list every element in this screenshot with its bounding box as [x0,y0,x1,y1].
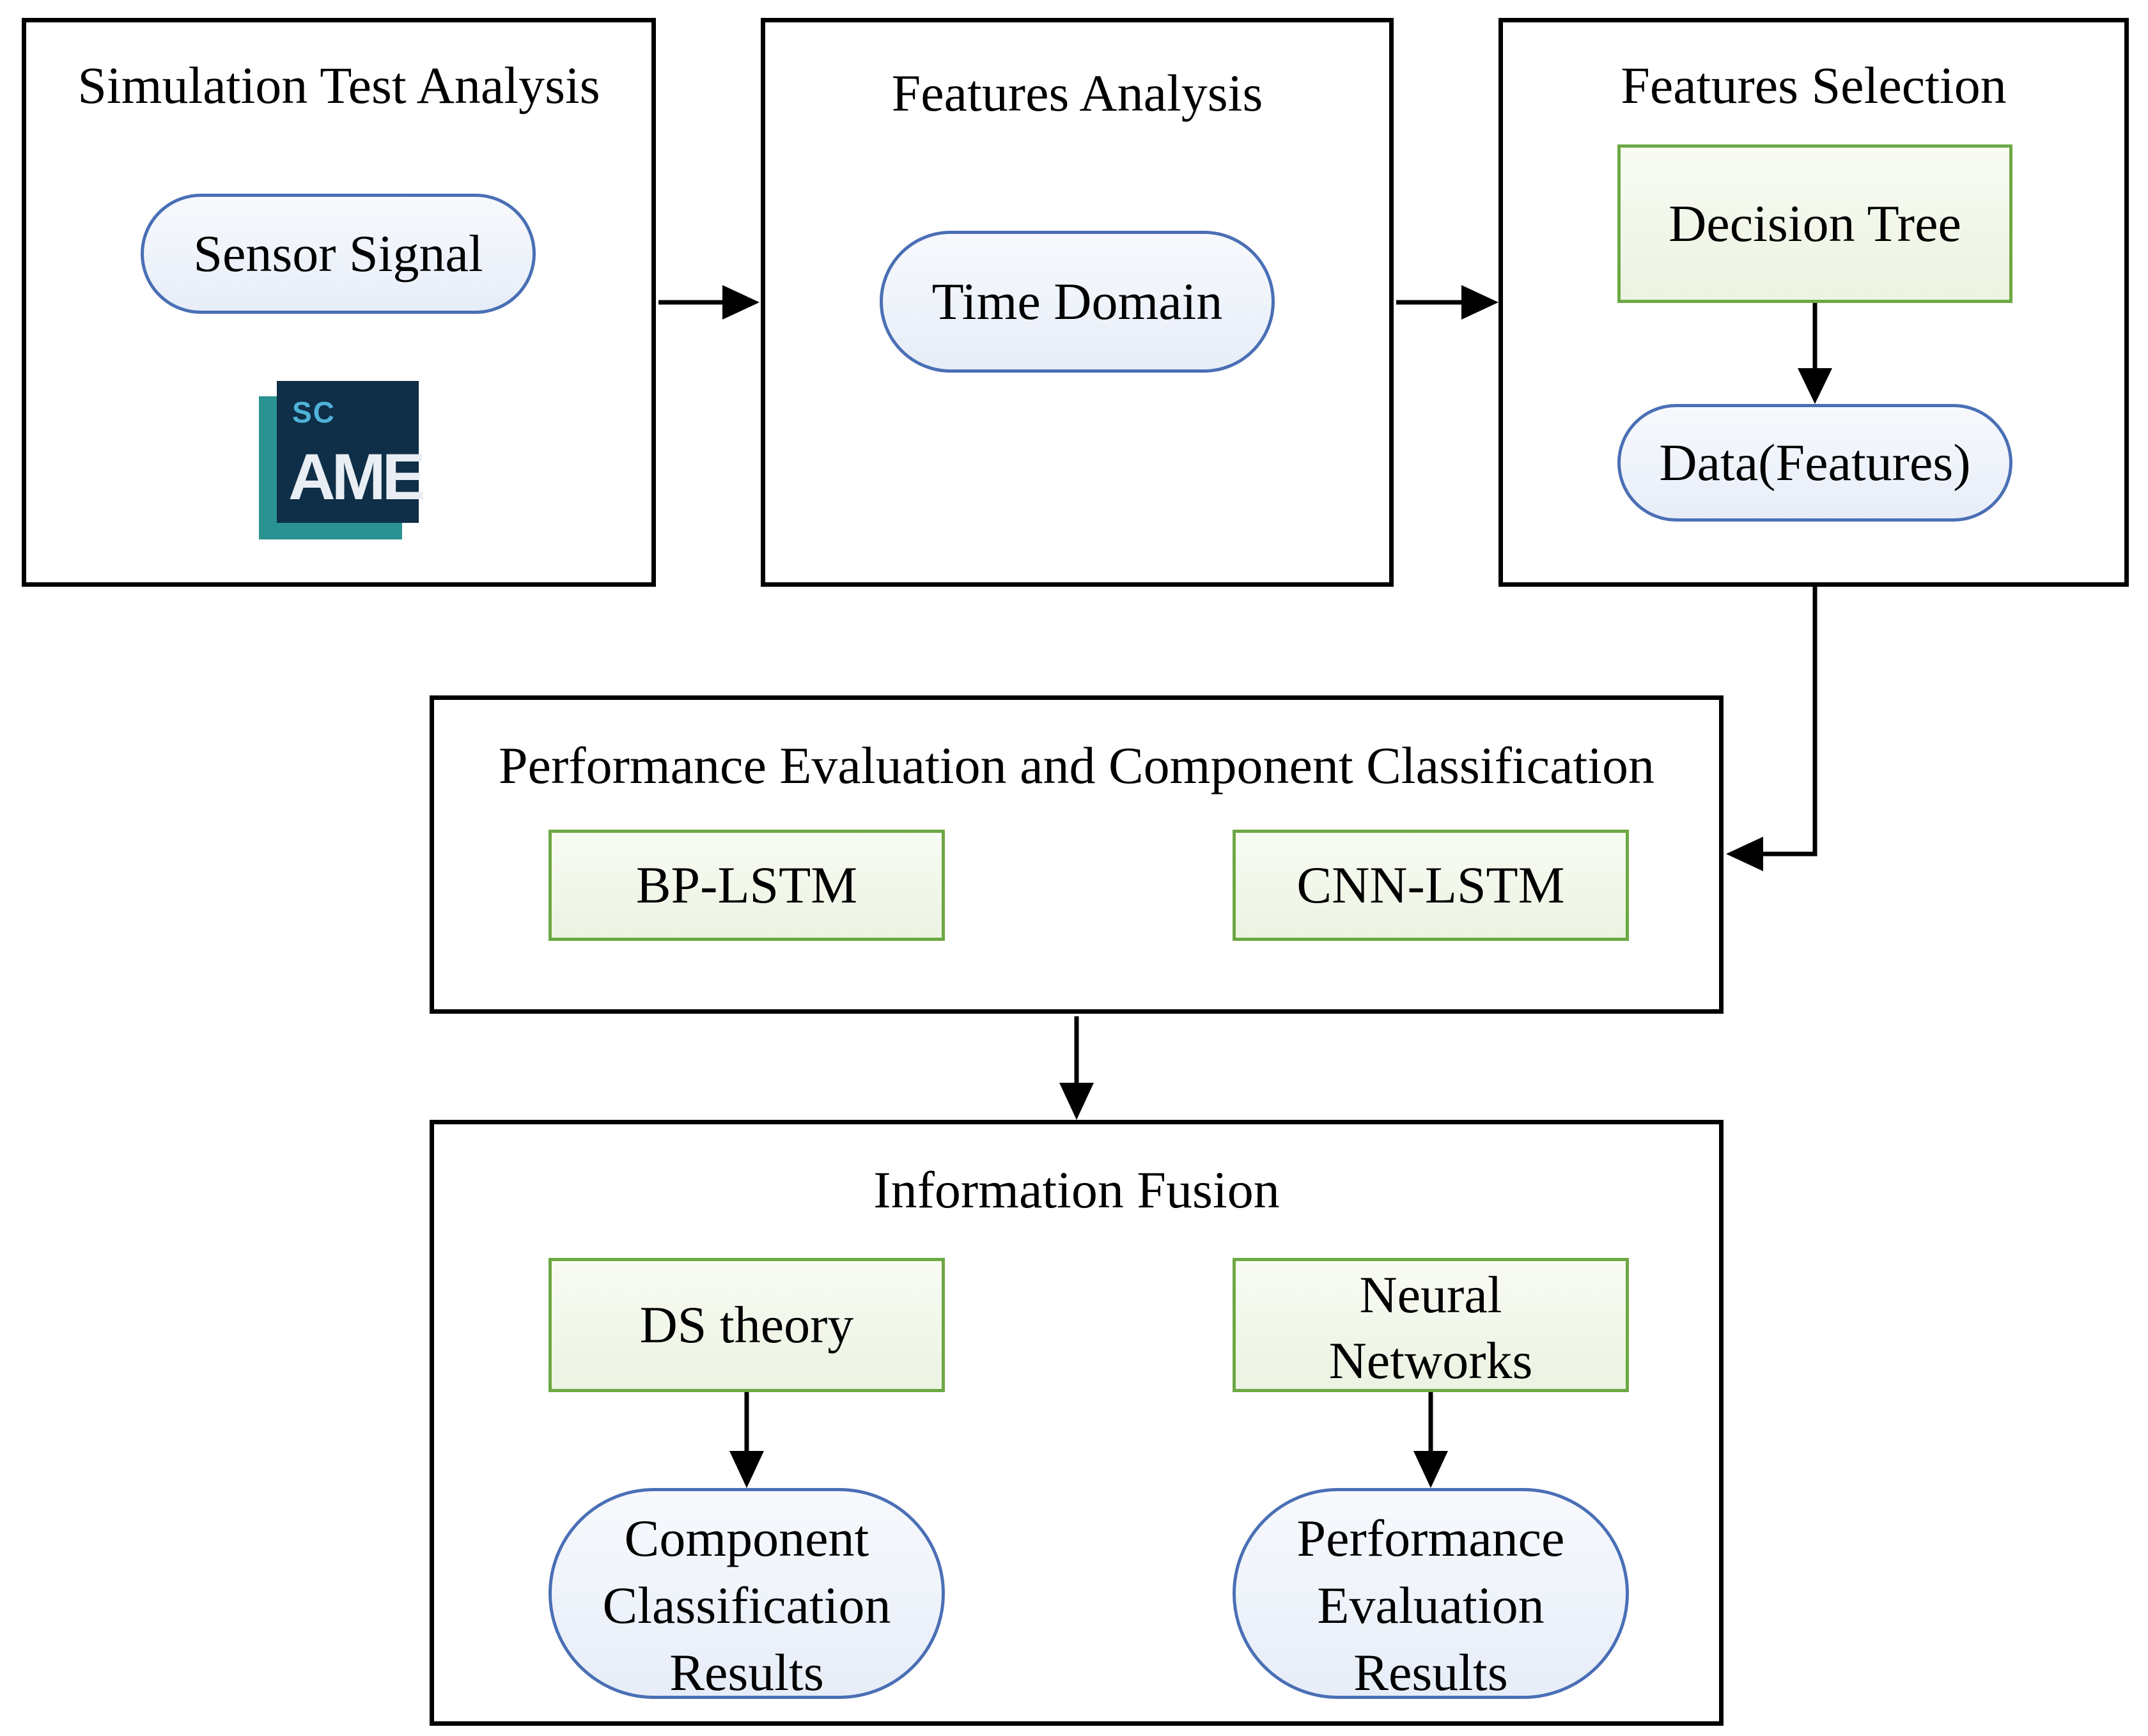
neural-networks-line-2: Networks [1328,1331,1533,1390]
performance-classification-title: Performance Evaluation and Component Cla… [498,736,1655,794]
arrowhead-nn-to-performance-results [1413,1451,1448,1488]
arrowhead-performance-to-fusion [1059,1083,1094,1120]
arrowhead-features-to-selection [1461,285,1498,320]
data-features-node: Data(Features) [1617,404,2012,522]
logo-ame-text: AME [288,440,426,513]
features-selection-title: Features Selection [1621,56,2007,114]
arrow-selection-to-performance [1763,587,1817,856]
performance-results-line-1: Performance [1296,1509,1565,1567]
component-results-line-3: Results [669,1643,824,1701]
arrowhead-sim-to-features [722,285,759,320]
arrowhead-ds-to-component-results [729,1451,764,1488]
component-classification-results-node: Component Classification Results [549,1488,945,1701]
performance-results-line-2: Evaluation [1317,1576,1545,1634]
neural-networks-node: Neural Networks [1233,1258,1629,1392]
decision-tree-node: Decision Tree [1617,144,2012,303]
logo-sc-text: SC [292,396,336,429]
sensor-signal-node: Sensor Signal [141,194,536,314]
information-fusion-title: Information Fusion [873,1161,1280,1219]
cnn-lstm-node: CNN-LSTM [1233,830,1629,941]
features-analysis-title: Features Analysis [891,64,1263,122]
performance-evaluation-results-node: Performance Evaluation Results [1233,1488,1629,1701]
performance-results-line-3: Results [1353,1643,1508,1701]
component-results-line-1: Component [624,1509,869,1567]
logo-front-square [277,381,419,523]
arrowhead-selection-to-performance [1726,837,1763,871]
component-results-line-2: Classification [602,1576,891,1634]
time-domain-node: Time Domain [880,231,1275,373]
neural-networks-line-1: Neural [1359,1266,1502,1324]
arrowhead-decision-to-data [1798,368,1832,404]
amesim-logo: SC AME [259,381,426,541]
simulation-test-analysis-title: Simulation Test Analysis [77,56,600,114]
bp-lstm-node: BP-LSTM [549,830,945,941]
ds-theory-node: DS theory [549,1258,945,1392]
